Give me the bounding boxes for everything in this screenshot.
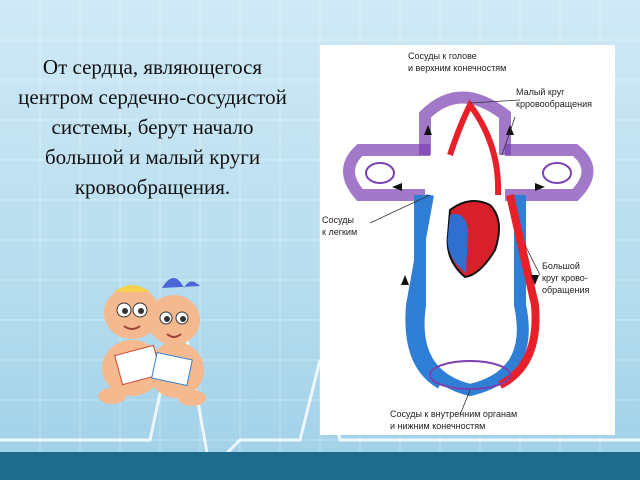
label-big-circle-1: Большой (542, 261, 580, 271)
arrow-down-right (531, 275, 539, 285)
label-big-circle-3: обращения (542, 285, 589, 295)
label-head-vessels-2: и верхним конечностям (408, 63, 506, 73)
circulation-diagram: Сосуды к голове и верхним конечностям Ма… (320, 45, 615, 435)
arrow-up-left-lower (401, 275, 409, 285)
label-bottom-1: Сосуды к внутренним органам (390, 409, 517, 419)
label-big-circle-2: круг крово- (542, 273, 588, 283)
arrow-left-arm (392, 183, 402, 191)
bottom-band (0, 452, 640, 480)
left-arm-loop (343, 144, 430, 201)
circulation-diagram-svg: Сосуды к голове и верхним конечностям Ма… (322, 51, 594, 431)
label-lungs-2: к легким (322, 227, 357, 237)
label-small-circle-2: крровообращения (516, 99, 592, 109)
arrow-up-left (424, 125, 432, 135)
slide-text: От сердца, являющегося центром сердечно-… (18, 55, 287, 199)
arrow-right-arm (535, 183, 545, 191)
label-head-vessels-1: Сосуды к голове (408, 51, 477, 61)
arrow-up-right (506, 125, 514, 135)
label-lungs-1: Сосуды (322, 215, 354, 225)
heart-right-side (447, 214, 468, 273)
upper-vessel-loop (419, 91, 511, 155)
artery-upper (447, 99, 502, 196)
label-bottom-2: и нижним конечностям (390, 421, 485, 431)
label-small-circle-1: Малый круг (516, 87, 565, 97)
children-reading-illustration (98, 278, 206, 406)
right-arm-loop (505, 144, 594, 201)
